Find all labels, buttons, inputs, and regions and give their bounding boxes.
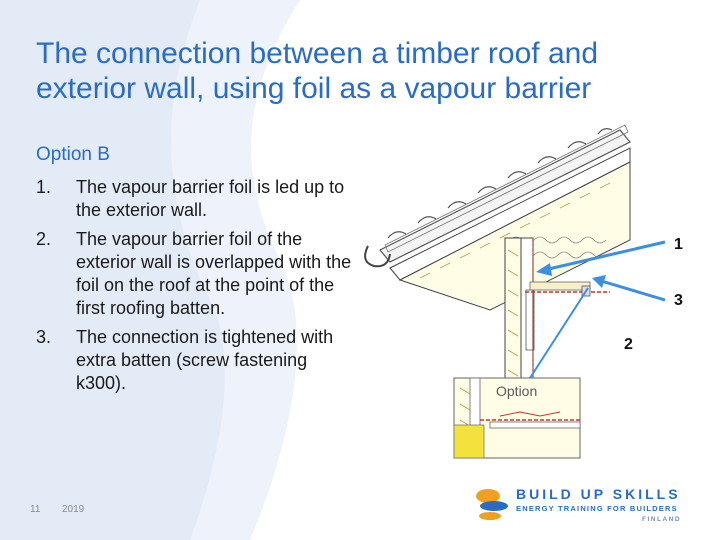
logo-text-main: BUILD UP SKILLS <box>516 486 681 502</box>
option-detail-label: Option <box>496 383 538 399</box>
callout-2: 2 <box>624 336 633 353</box>
step-item: 3. The connection is tightened with extr… <box>36 326 356 395</box>
step-number: 1. <box>36 177 52 197</box>
page-title: The connection between a timber roof and… <box>36 37 599 105</box>
roof-tiles <box>379 124 631 263</box>
step-number: 2. <box>36 229 52 249</box>
gutter <box>364 245 391 268</box>
step-list: 1. The vapour barrier foil is led up to … <box>36 176 356 401</box>
callout-1: 1 <box>674 236 683 253</box>
step-number: 3. <box>36 327 52 347</box>
exterior-wall <box>504 237 535 389</box>
step-item: 1. The vapour barrier foil is led up to … <box>36 176 356 222</box>
roof-structure <box>389 147 631 311</box>
option-heading: Option B <box>36 144 110 165</box>
page-number: 11 <box>30 504 41 515</box>
callout-3: 3 <box>674 292 683 309</box>
option-detail-inset <box>453 377 581 459</box>
callout-arrows <box>529 240 666 379</box>
roof-wall-section-drawing <box>364 124 666 459</box>
logo-mark-icon <box>476 489 508 520</box>
footer-year: 2019 <box>62 504 85 515</box>
logo-text-tagline: ENERGY TRAINING FOR BUILDERS <box>516 504 678 513</box>
step-text: The vapour barrier foil is led up to the… <box>76 177 345 220</box>
build-up-skills-logo: BUILD UP SKILLS ENERGY TRAINING FOR BUIL… <box>470 478 700 530</box>
step-text: The vapour barrier foil of the exterior … <box>76 229 352 318</box>
step-text: The connection is tightened with extra b… <box>76 327 334 393</box>
step-item: 2. The vapour barrier foil of the exteri… <box>36 228 356 320</box>
vapour-barrier-foil <box>525 281 610 297</box>
logo-text-country: FINLAND <box>642 516 682 523</box>
